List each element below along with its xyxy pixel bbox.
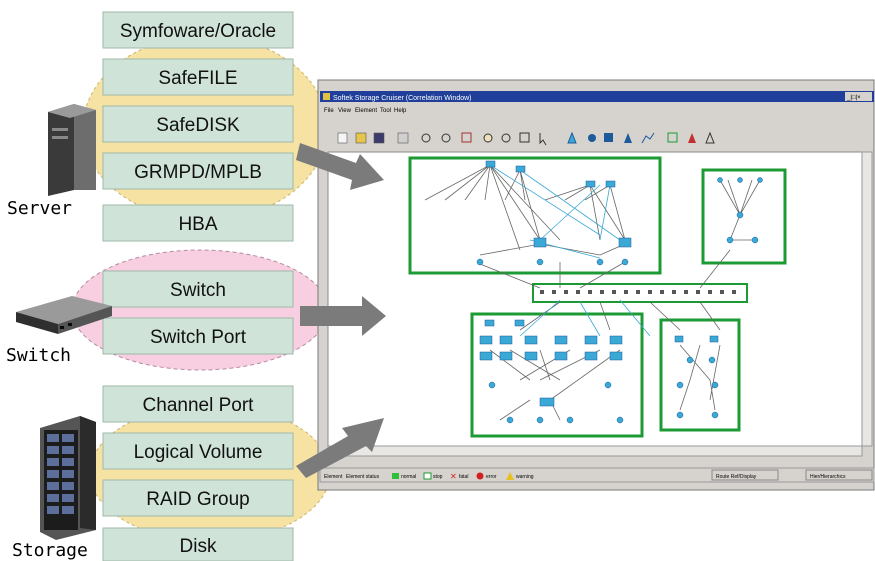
correlation-window: Softek Storage Cruiser (Correlation Wind…: [317, 79, 875, 491]
fatal-icon: ✕: [450, 472, 457, 481]
layer-raid-group: RAID Group: [146, 489, 249, 510]
layer-safefile: SafeFILE: [158, 68, 237, 89]
host-group-1[interactable]: [408, 156, 662, 275]
storage-arrow: [296, 418, 384, 478]
toolbar-print-icon[interactable]: [397, 132, 409, 144]
toolbar-open-icon[interactable]: [355, 132, 367, 144]
storage-label: Storage: [12, 540, 88, 561]
toolbar-route-icon[interactable]: [567, 131, 577, 144]
storage-group-2[interactable]: [659, 318, 741, 432]
toolbar-tree-icon[interactable]: [624, 133, 632, 143]
status-error: error: [486, 474, 497, 480]
app-icon: [323, 93, 330, 100]
window-controls-label: _|□|×: [846, 95, 861, 101]
switch-arrow: [300, 296, 386, 336]
horizontal-scrollbar[interactable]: [327, 445, 863, 457]
toolbar-new-icon[interactable]: [337, 132, 348, 144]
error-icon: [476, 472, 484, 480]
layer-logical-volume: Logical Volume: [134, 442, 263, 463]
status-element: Element: [324, 474, 343, 480]
layer-hba: HBA: [178, 214, 217, 235]
toolbar-hier-icon[interactable]: [688, 133, 696, 143]
layer-channel-port: Channel Port: [143, 395, 255, 416]
toolbar-graph-icon[interactable]: [641, 132, 655, 144]
menu-view[interactable]: View: [338, 108, 352, 114]
server-layer-stack: Symfoware/Oracle SafeFILE SafeDISK GRMPD…: [102, 11, 294, 242]
menu-help[interactable]: Help: [394, 108, 407, 114]
warning-icon: [506, 472, 514, 480]
layer-grmpd-mplb: GRMPD/MPLB: [134, 162, 262, 183]
toolbar-select-icon[interactable]: [519, 132, 530, 143]
status-hier: Hier/Hierarchics: [810, 474, 846, 480]
status-normal: normal: [401, 474, 416, 480]
toolbar-fit-icon[interactable]: [461, 132, 472, 143]
toolbar-zoom-in-icon[interactable]: [421, 133, 431, 143]
storage-rack-icon: [40, 416, 96, 540]
switch-device-icon: [16, 296, 112, 334]
toolbar-table-icon[interactable]: [604, 133, 613, 142]
server-tower-icon: [48, 104, 96, 196]
menu-element[interactable]: Element: [355, 108, 377, 114]
layer-switch: Switch: [170, 280, 226, 301]
stop-icon: [423, 472, 432, 480]
switch-label: Switch: [6, 345, 71, 366]
toolbar-panel-icon[interactable]: [667, 132, 678, 143]
storage-layer-ellipse: [89, 404, 331, 542]
route-button[interactable]: [711, 469, 779, 481]
server-label: Server: [7, 198, 72, 219]
layer-symfoware-oracle: Symfoware/Oracle: [120, 21, 276, 42]
storage-group-1[interactable]: [470, 312, 644, 438]
status-warning: warning: [516, 474, 534, 480]
toolbar-status-icon[interactable]: [588, 134, 596, 142]
layer-disk: Disk: [180, 536, 217, 557]
toolbar-hand-icon[interactable]: [483, 133, 493, 143]
switch-group[interactable]: [532, 283, 748, 303]
topology-nodes: [476, 160, 763, 424]
host-group-2[interactable]: [701, 168, 787, 265]
window-controls[interactable]: [845, 92, 872, 101]
toolbar: [337, 131, 715, 146]
vertical-scrollbar[interactable]: [861, 151, 873, 447]
toolbar-hier2-icon[interactable]: [705, 131, 715, 144]
toolbar-save-icon[interactable]: [373, 132, 385, 144]
storage-layer-stack: Channel Port Logical Volume RAID Group D…: [102, 385, 294, 561]
status-fatal: fatal: [459, 474, 468, 480]
menu-file[interactable]: File: [324, 108, 334, 114]
topology-links-highlight: [489, 164, 651, 337]
status-route: Route Ref/Display: [716, 474, 757, 480]
layer-safedisk: SafeDISK: [156, 115, 240, 136]
server-arrow: [296, 143, 384, 190]
arrows: [296, 143, 386, 478]
window-title: Softek Storage Cruiser (Correlation Wind…: [333, 95, 472, 102]
toolbar-zoom-out-icon[interactable]: [441, 133, 451, 143]
toolbar-search-icon[interactable]: [501, 133, 511, 143]
status-stop: stop: [433, 474, 443, 480]
switch-ports: [540, 290, 736, 294]
normal-icon: [392, 473, 399, 479]
toolbar-pointer-icon[interactable]: [539, 133, 547, 146]
hier-button[interactable]: [805, 469, 873, 481]
status-element-status: Element status: [346, 474, 380, 480]
layer-switch-port: Switch Port: [150, 327, 247, 348]
menu-tool[interactable]: Tool: [380, 108, 391, 114]
switch-layer-stack: Switch Switch Port: [102, 270, 294, 355]
window-title-bar[interactable]: [320, 91, 874, 102]
topology-canvas[interactable]: [327, 151, 869, 447]
